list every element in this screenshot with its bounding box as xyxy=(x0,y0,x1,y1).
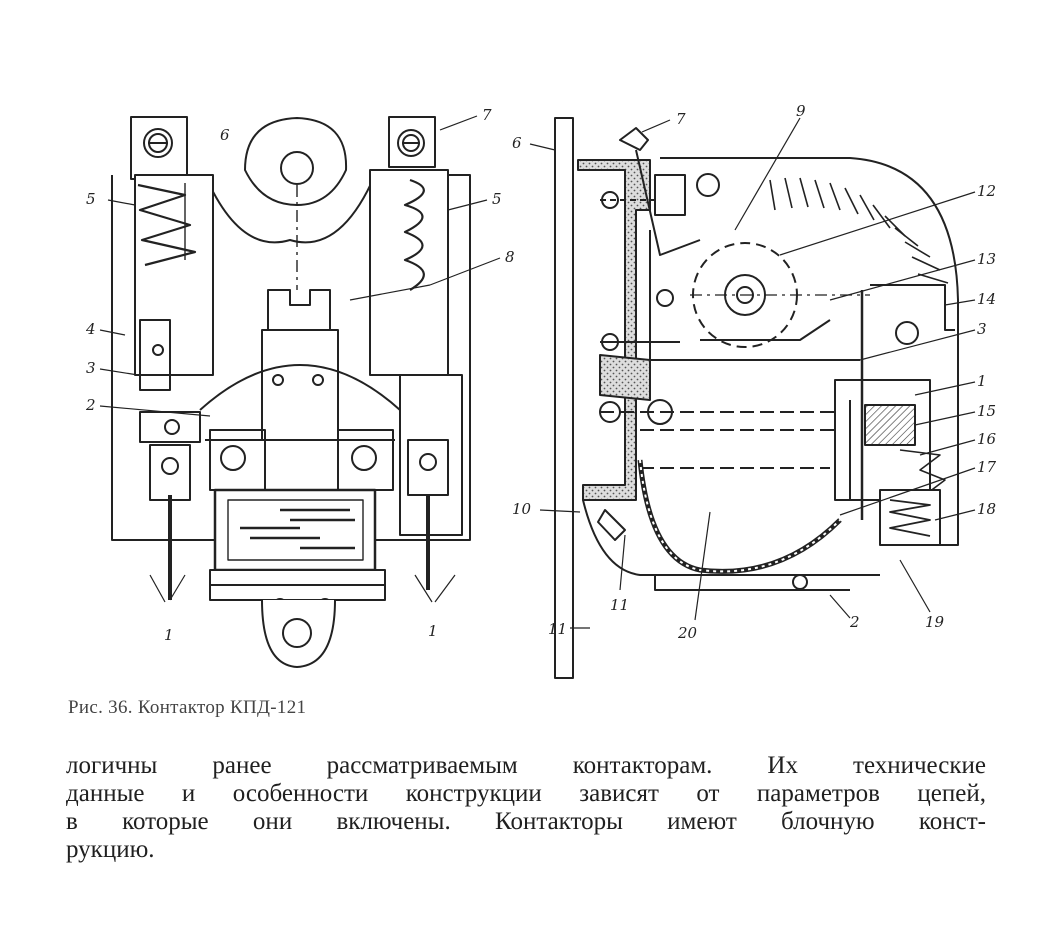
figure-caption: Рис. 36. Контактор КПД-121 xyxy=(68,697,307,718)
callout-label: 8 xyxy=(505,248,515,266)
text-line: рукцию. xyxy=(66,836,155,863)
callout-label: 3 xyxy=(977,320,987,338)
callout-label: 1 xyxy=(428,622,438,640)
callout-label: 16 xyxy=(977,430,997,448)
text-line: логичны ранее рассматриваемым контактора… xyxy=(66,752,986,779)
text-line: данные и особенности конструкции зависят… xyxy=(66,780,986,807)
contactor-drawing: 6 7 5 5 8 4 3 2 1 1 xyxy=(85,102,997,679)
callout-label: 9 xyxy=(796,102,806,120)
contactor-figure: 6 7 5 5 8 4 3 2 1 1 xyxy=(85,102,997,679)
callout-label: 12 xyxy=(977,182,996,200)
front-callout-labels: 6 7 5 5 8 4 3 2 1 1 xyxy=(85,106,515,644)
side-callout-labels: 6 7 9 12 13 14 3 1 15 16 17 18 10 11 11 … xyxy=(512,102,997,642)
side-view xyxy=(554,117,959,679)
callout-label: 13 xyxy=(977,250,996,268)
callout-label: 15 xyxy=(977,402,996,420)
text-line: в которые они включены. Контакторы имеют… xyxy=(66,808,986,835)
callout-label: 3 xyxy=(86,359,96,377)
callout-label: 2 xyxy=(85,396,96,414)
body-paragraph: логичны ранее рассматриваемым контактора… xyxy=(66,752,986,864)
callout-label: 1 xyxy=(977,372,987,390)
callout-label: 20 xyxy=(677,624,698,642)
callout-label: 4 xyxy=(85,320,96,338)
callout-label: 18 xyxy=(977,500,996,518)
front-callout-lines xyxy=(99,115,501,603)
side-callout-lines xyxy=(529,117,976,629)
callout-label: 2 xyxy=(849,613,860,631)
callout-label: 11 xyxy=(610,596,629,614)
callout-label: 10 xyxy=(512,500,532,518)
callout-label: 7 xyxy=(482,106,492,124)
callout-label: 11 xyxy=(548,620,567,638)
callout-label: 19 xyxy=(925,613,945,631)
callout-label: 5 xyxy=(86,190,96,208)
callout-label: 17 xyxy=(977,458,997,476)
callout-label: 1 xyxy=(164,626,174,644)
callout-label: 14 xyxy=(977,290,996,308)
callout-label: 5 xyxy=(492,190,502,208)
callout-label: 6 xyxy=(512,134,522,152)
callout-label: 6 xyxy=(220,126,230,144)
callout-label: 7 xyxy=(676,110,686,128)
front-view xyxy=(111,116,471,668)
